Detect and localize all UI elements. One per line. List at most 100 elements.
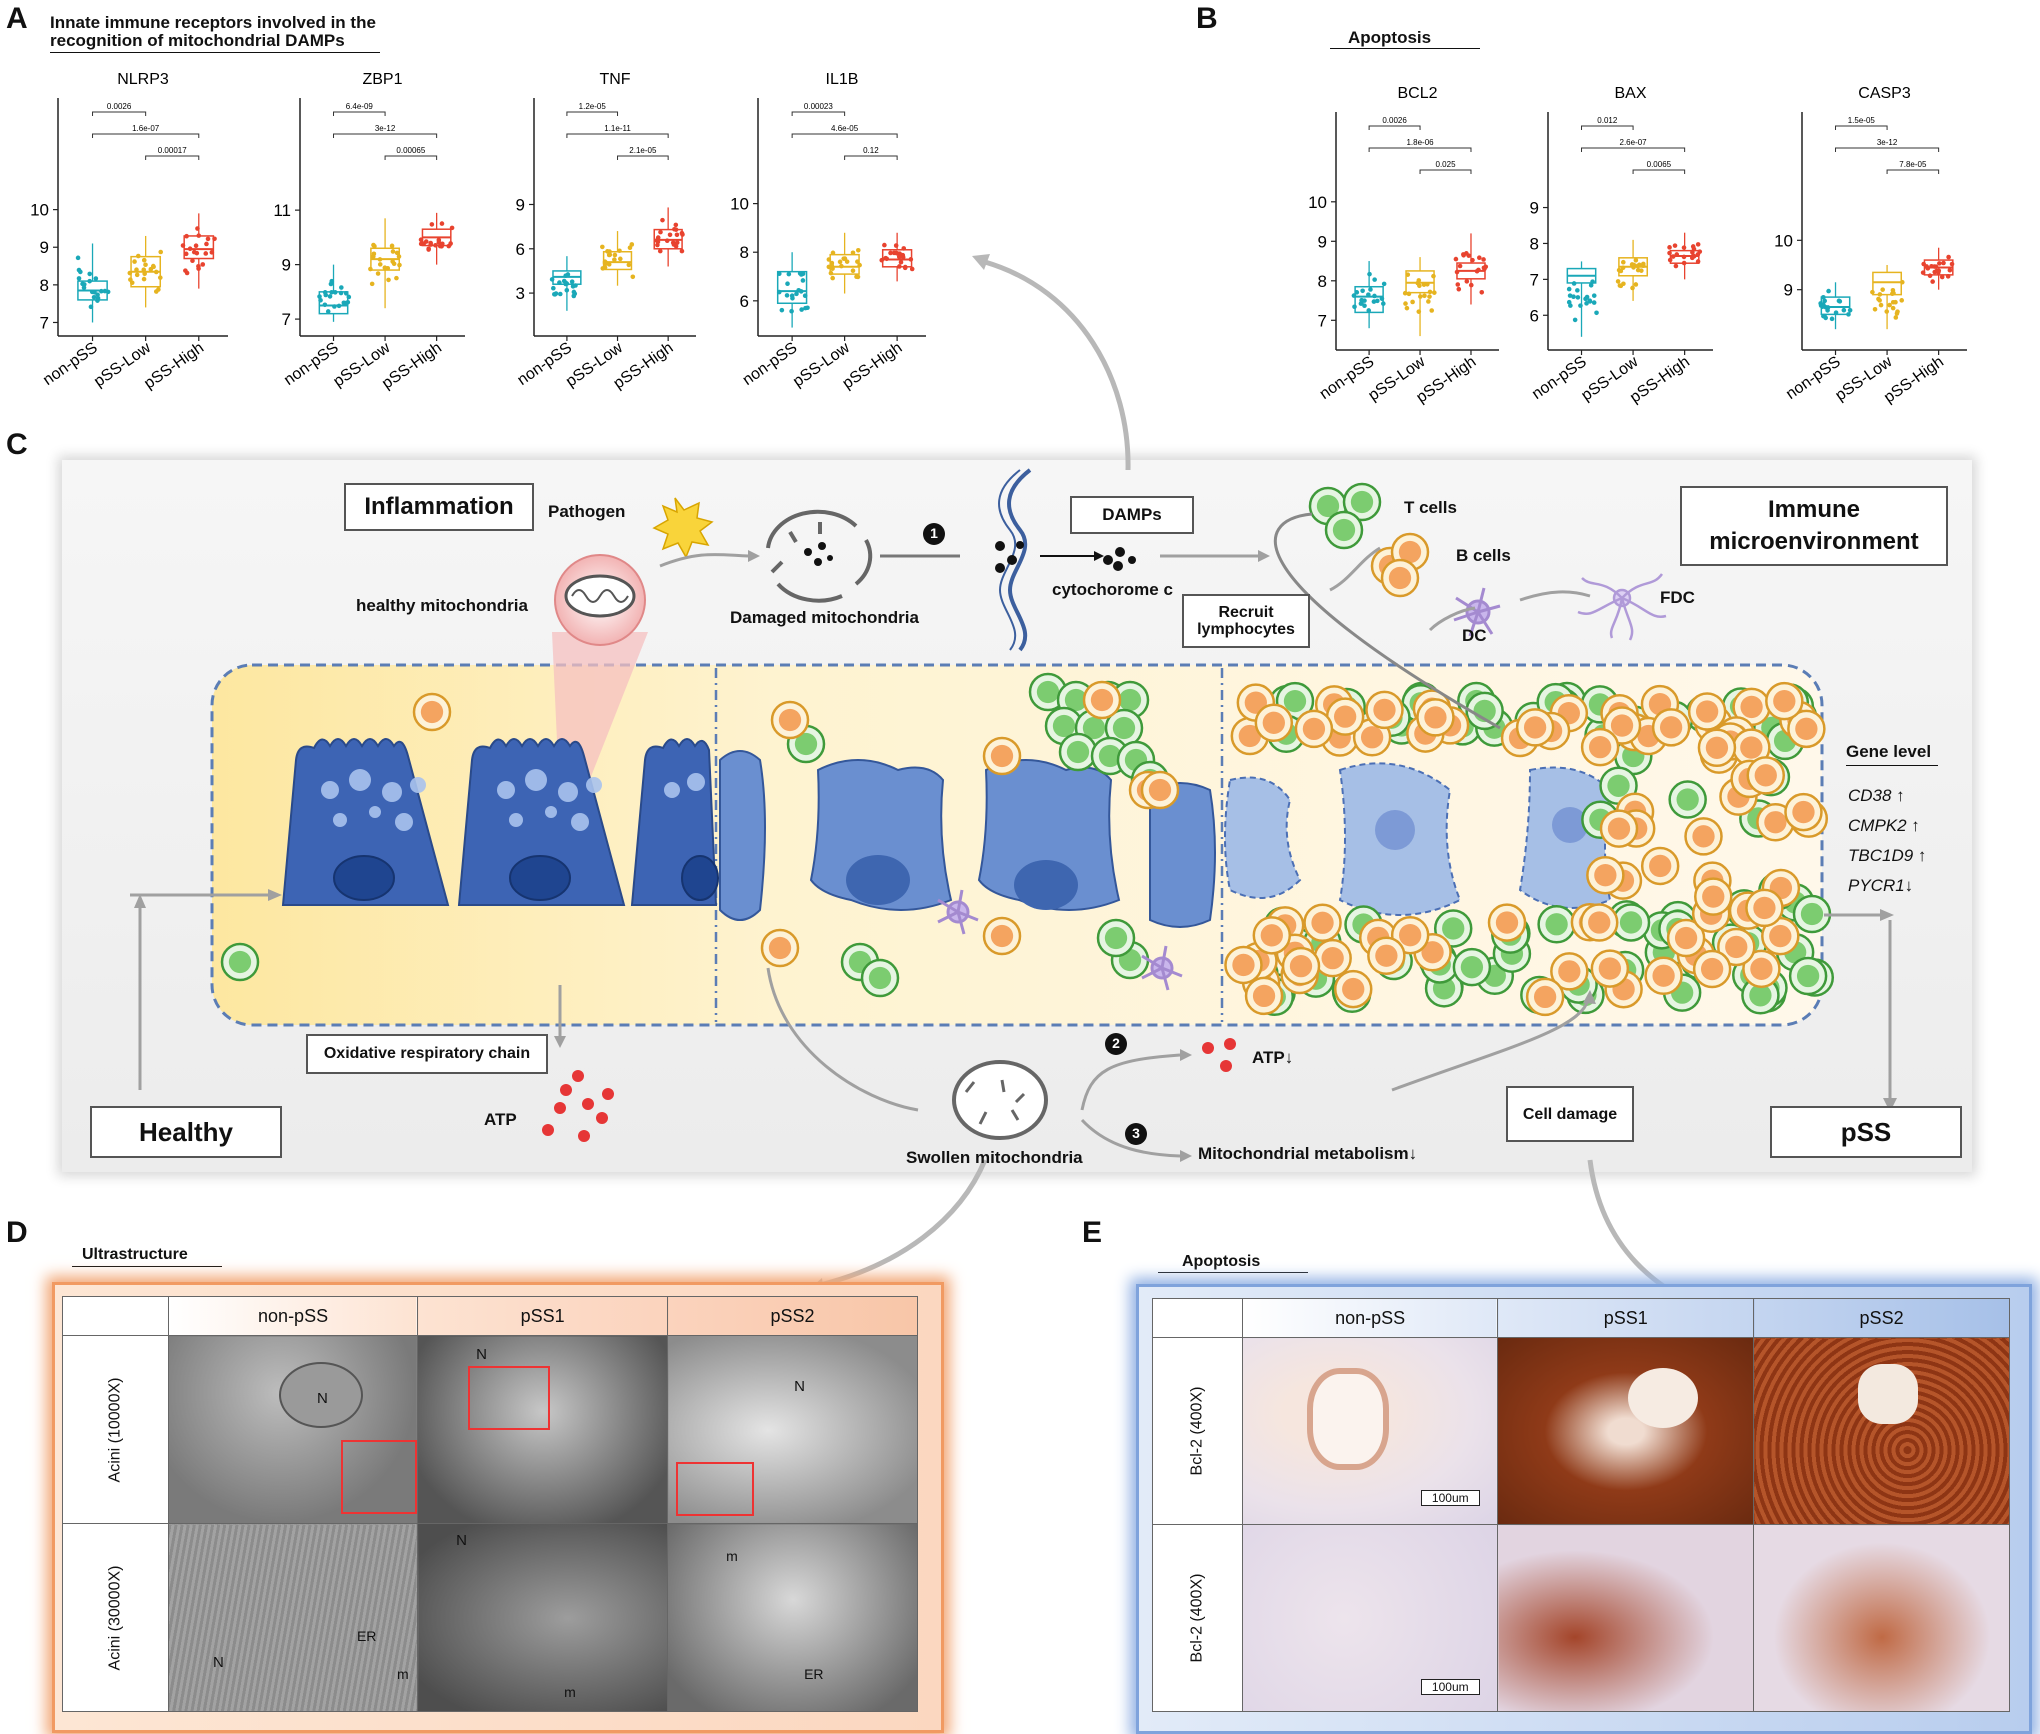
- t-cell-nucleus: [1112, 716, 1136, 740]
- data-point: [680, 232, 685, 237]
- d-row-1: Acini (10000X): [106, 1377, 124, 1482]
- data-point: [339, 285, 344, 290]
- data-point: [129, 280, 135, 286]
- ihc-pss2-row1: [1753, 1337, 2010, 1526]
- data-point: [134, 272, 140, 278]
- data-point: [563, 273, 568, 278]
- data-point: [95, 292, 100, 298]
- p-value-bracket: [1632, 169, 1686, 174]
- data-point: [857, 262, 862, 268]
- panel-a-title-rule: [50, 52, 380, 53]
- data-point: [842, 256, 848, 261]
- b-cell-nucleus: [1398, 540, 1422, 564]
- data-point: [776, 271, 782, 276]
- data-point: [1368, 287, 1373, 292]
- b-cell-nucleus: [1342, 977, 1365, 1001]
- t-cell-nucleus: [1545, 913, 1568, 936]
- data-point: [630, 274, 636, 280]
- data-point: [95, 298, 100, 303]
- data-point: [1481, 265, 1487, 271]
- data-point: [1351, 293, 1357, 298]
- data-point: [657, 248, 663, 254]
- data-point: [789, 308, 794, 314]
- y-tick-label: 6: [1530, 306, 1539, 325]
- data-point: [1620, 265, 1626, 271]
- t-cell-nucleus: [1796, 964, 1820, 988]
- data-point: [898, 259, 904, 265]
- data-point: [343, 300, 349, 306]
- data-point: [346, 294, 352, 300]
- data-point: [1946, 254, 1951, 260]
- data-point: [436, 237, 442, 243]
- data-point: [571, 293, 577, 299]
- data-point: [617, 256, 623, 262]
- data-point: [187, 246, 193, 252]
- data-point: [92, 289, 97, 295]
- data-point: [1375, 298, 1380, 304]
- data-point: [389, 243, 395, 249]
- data-point: [1421, 282, 1427, 287]
- data-point: [1456, 286, 1462, 292]
- b-cell-nucleus: [1610, 714, 1634, 737]
- damaged-mito-label: Damaged mitochondria: [730, 608, 919, 627]
- p-value-bracket: [92, 133, 200, 138]
- t-cell-nucleus: [1619, 911, 1643, 934]
- t-cell-nucleus: [1460, 955, 1484, 979]
- em-pss2-10000x: N: [667, 1335, 918, 1524]
- y-tick-label: 8: [740, 243, 749, 262]
- data-point: [830, 266, 835, 271]
- swollen-mito-label: Swollen mitochondria: [906, 1148, 1083, 1167]
- p-value-bracket: [566, 133, 669, 138]
- data-point: [1454, 269, 1460, 275]
- data-point: [1470, 257, 1475, 263]
- data-point: [1667, 257, 1673, 263]
- y-tick-label: 8: [1318, 272, 1327, 291]
- data-point: [332, 290, 338, 295]
- em-label-m: m: [726, 1548, 738, 1564]
- data-point: [1584, 301, 1589, 306]
- data-point: [385, 265, 391, 271]
- data-point: [88, 304, 94, 310]
- b-cell-nucleus: [1523, 716, 1547, 739]
- data-point: [429, 222, 435, 227]
- t-cell-nucleus: [1098, 744, 1122, 768]
- data-point: [1367, 271, 1372, 277]
- data-point: [1937, 261, 1942, 266]
- data-point: [1635, 267, 1641, 273]
- data-point: [127, 270, 133, 276]
- data-point: [1672, 243, 1678, 248]
- data-point: [1417, 283, 1422, 289]
- data-point: [549, 277, 555, 282]
- data-point: [564, 287, 570, 293]
- panel-e-title-rule: [1158, 1272, 1308, 1273]
- data-point: [1426, 299, 1431, 304]
- data-point: [1947, 267, 1953, 273]
- data-point: [433, 242, 438, 248]
- data-point: [803, 305, 808, 311]
- p-value-label: 0.00065: [396, 146, 425, 155]
- data-point: [1837, 299, 1843, 304]
- data-point: [317, 294, 322, 299]
- b-cell-nucleus: [1588, 911, 1611, 934]
- data-point: [1425, 281, 1430, 287]
- y-tick-label: 9: [1530, 199, 1539, 218]
- healthy-box: Healthy: [90, 1106, 282, 1158]
- data-point: [1670, 254, 1676, 259]
- b-cell-nucleus: [1607, 817, 1631, 840]
- em-label-er: ER: [804, 1666, 824, 1682]
- data-point: [1359, 301, 1364, 306]
- t-cell-nucleus: [1066, 740, 1090, 764]
- panel-letter-e: E: [1082, 1216, 1103, 1249]
- immune-env-box: Immune microenvironment: [1680, 486, 1948, 566]
- data-point: [1575, 295, 1581, 300]
- y-tick-label: 3: [516, 284, 525, 303]
- p-value-label: 0.025: [1436, 160, 1457, 169]
- b-cell-nucleus: [1695, 700, 1719, 723]
- p-value-label: 3e-12: [1877, 138, 1898, 147]
- b-cell-nucleus: [1705, 736, 1729, 759]
- data-point: [209, 250, 215, 255]
- data-point: [900, 254, 906, 260]
- b-cell-nucleus: [1238, 724, 1261, 748]
- data-point: [667, 232, 673, 238]
- data-point: [141, 257, 147, 263]
